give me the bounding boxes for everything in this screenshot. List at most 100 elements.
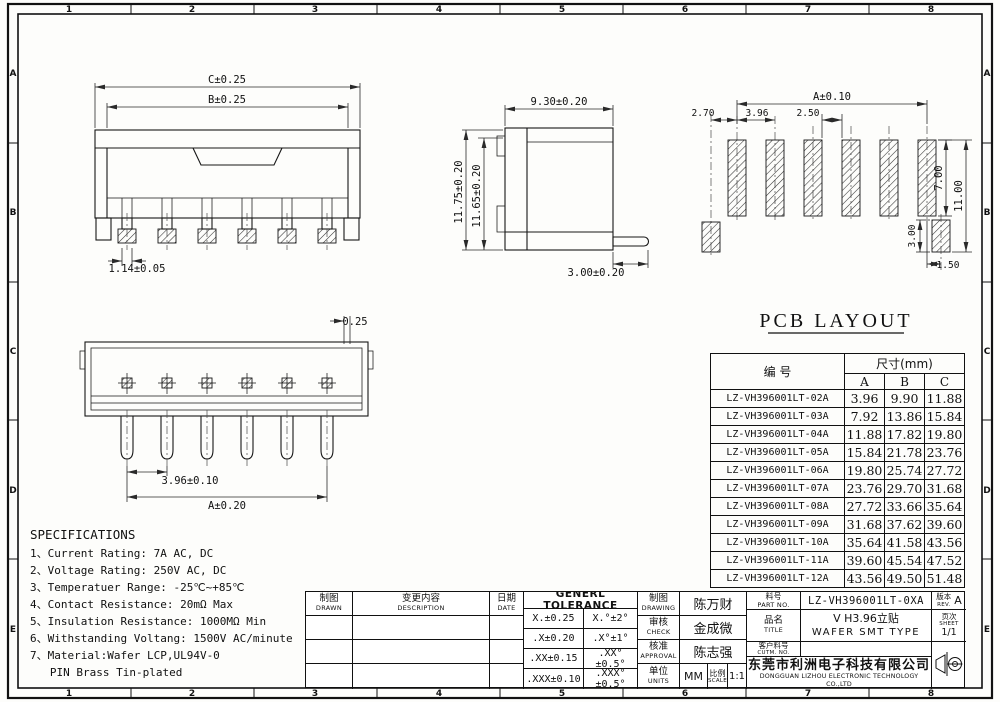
rev-value: A [954,594,962,607]
scale-label-en: SCALE [708,678,728,685]
grid-col-label: 1 [66,689,72,699]
part-no-label-cn: 料号 [765,592,782,602]
product-label-en: TITLE [763,626,784,635]
dim-pcb-offset-label: 2.70 [692,108,715,119]
tolerance-angular-cell: .XX°±0.5° [584,649,638,669]
part-no-label-en: PART NO. [757,600,790,609]
revision-history-cell [353,640,490,664]
description-label-en: DESCRIPTION [397,604,445,613]
grid-col-label: 1 [66,5,72,15]
dim-pin-width-label: 1.14±0.05 [109,263,166,275]
grid-col-label: 2 [189,689,195,699]
customer-no-label-cn: 客户料号 [758,642,789,650]
grid-col-label: 6 [682,689,688,699]
grid-row-label: D [983,486,990,496]
dim-pcb-span-label: A±0.10 [813,91,851,103]
revision-history-cell [490,664,524,689]
dim-side-height-outer-label: 11.75±0.20 [453,160,465,223]
approval-label-cn: 核准 [648,641,668,653]
tolerance-linear-cell: .X±0.20 [524,629,584,649]
pcb-small-pad [701,221,721,253]
connector-body-outline [94,129,361,219]
part-no-value-cell: LZ-VH396001LT-0XA [801,592,932,610]
tolerance-linear-cell: .XXX±0.10 [524,669,584,689]
grid-row-label: D [9,486,16,496]
spec-line: 5、Insulation Resistance: 1000MΩ Min [30,615,267,628]
revision-history-cell [490,616,524,640]
parts-table-col-c: C [924,373,965,390]
side-view: 9.30±0.20 11.75±0.20 11.65±0.20 3.00±0.2… [453,96,650,279]
sheet-value: 1/1 [941,627,957,639]
latch-outline [192,147,283,166]
grid-col-label: 7 [805,5,811,15]
tolerance-angular-cell: .XXX°±0.5° [584,669,638,689]
drawing-label-cell: 制图 DRAWING [638,592,680,616]
description-header-cell: 变更内容 DESCRIPTION [353,592,490,616]
tolerance-angular-cell: X.°±2° [584,609,638,629]
dim-pcb-small-height-label: 3.00 [907,224,918,247]
customer-no-value-cell [801,642,932,657]
drawing-label-en: DRAWING [641,604,676,613]
dim-pcb-total-height-label: 11.00 [953,180,965,212]
approval-label-cell: 核准 APPROVAL [638,640,680,664]
date-header-cell: 日期 DATE [490,592,524,616]
dim-pcb-small-offset-label: 1.50 [937,260,960,271]
grid-col-label: 2 [189,5,195,15]
tolerance-linear-cell: X.±0.25 [524,609,584,629]
company-name-en: DONGGUAN LIZHOU ELECTRONIC TECHNOLOGY CO… [759,673,919,688]
revision-history-cell [306,616,353,640]
parts-table-col-b: B [884,373,925,390]
part-no-label-cell: 料号 PART NO. [747,592,801,610]
grid-col-label: 4 [436,5,442,15]
mount-tab [95,217,112,241]
spec-line: 6、Withstanding Voltang: 1500V AC/minute [30,632,293,645]
drawing-name-cell: 陈万财 [680,592,747,616]
dim-pcb-pitch-label: 3.96 [746,108,769,119]
tolerance-linear-cell: .XX±0.15 [524,649,584,669]
pcb-small-pad [931,219,951,253]
grid-col-label: 8 [928,5,934,15]
pcb-pad [917,139,937,217]
grid-row-label: B [984,208,991,218]
tolerance-angular-cell: .X°±1° [584,629,638,649]
sheet-label-en: SHEET [939,621,959,628]
check-label-en: CHECK [646,628,671,637]
revision-history-cell [353,616,490,640]
title-block: 制图 DRAWN 变更内容 DESCRIPTION 日期 DATE GENERL… [305,591,966,689]
drawing-label-cn: 制图 [648,593,668,605]
units-label-cn: 单位 [648,666,668,678]
projection-symbol [935,651,963,676]
company-cell: 东莞市利洲电子科技有限公司 DONGGUAN LIZHOU ELECTRONIC… [747,657,932,689]
spec-line: PIN Brass Tin-plated [30,666,183,679]
drawn-label-cn: 制图 [319,593,339,605]
grid-col-label: 5 [559,5,565,15]
front-view: C±0.25 B±0.25 1.14±0.05 [94,74,361,275]
dim-pcb-pad-height-label: 7.00 [933,165,945,190]
spec-line: 2、Voltage Rating: 250V AC, DC [30,564,227,577]
revision-history-cell [306,640,353,664]
check-label-cell: 审核 CHECK [638,616,680,640]
spec-line: 3、Temperatuer Range: -25℃~+85℃ [30,581,245,594]
drawn-header-cell: 制图 DRAWN [306,592,353,616]
units-label-en: UNITS [647,677,670,686]
grid-row-label: E [984,625,990,635]
dim-front-b-label: B±0.25 [208,94,246,106]
grid-row-label: B [10,208,17,218]
revision-history-cell [353,664,490,689]
smt-lead [612,236,650,247]
dim-pcb-gap-label: 2.50 [797,108,820,119]
product-title-line1: V H3.96立贴 [833,611,899,625]
revision-history-cell [490,640,524,664]
specifications: SPECIFICATIONS 1、Current Rating: 7A AC, … [30,527,293,681]
grid-row-label: A [10,69,17,79]
pcb-pad [765,139,785,217]
scale-value-cell: 1:1 [728,664,747,689]
scale-label-cell: 比例 SCALE [708,664,728,689]
side-latch [367,350,374,370]
pcb-pad [803,139,823,217]
